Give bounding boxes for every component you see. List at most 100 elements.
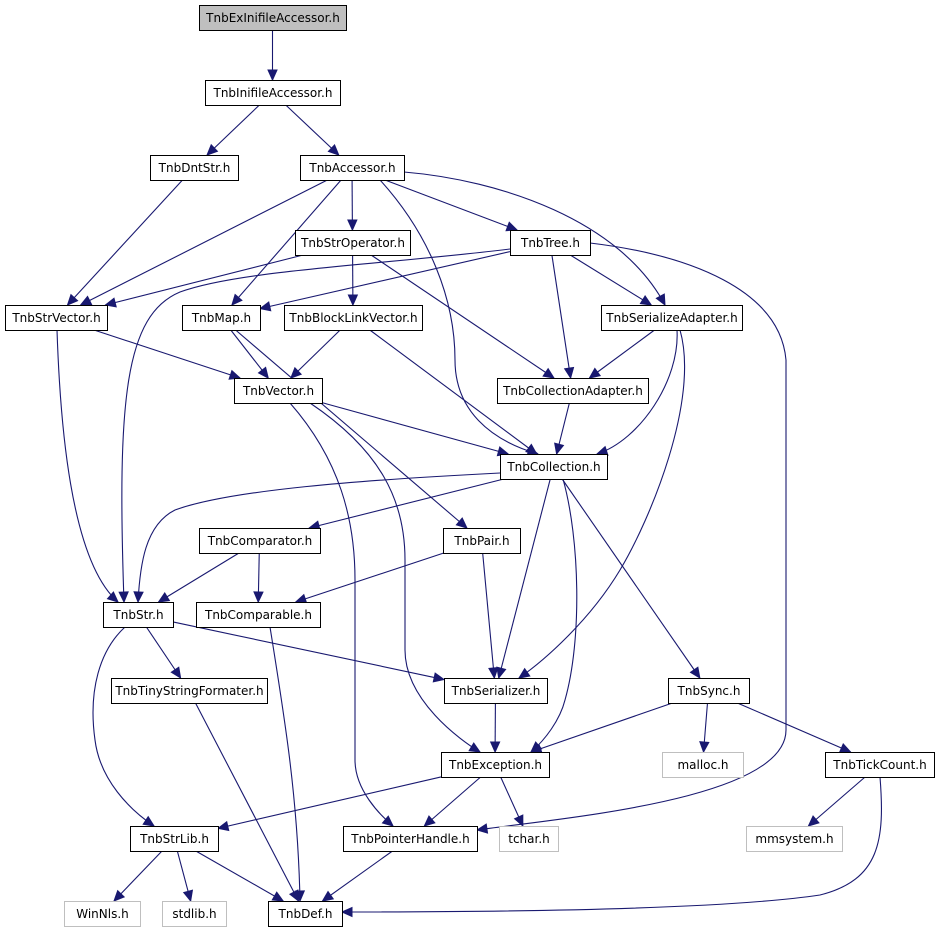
arrowhead: [432, 672, 446, 683]
arrowhead: [588, 367, 602, 379]
edge-line: [235, 329, 468, 529]
edge-str-to-strlib: [92, 626, 156, 827]
edge-line: [195, 850, 284, 902]
node-strvector[interactable]: TnbStrVector.h: [5, 305, 108, 331]
edge-line: [172, 621, 445, 681]
node-serializer[interactable]: TnbSerializer.h: [444, 678, 548, 704]
node-blocklink[interactable]: TnbBlockLinkVector.h: [284, 305, 423, 331]
edge-stroperator-to-blocklink: [347, 254, 359, 307]
edge-line: [269, 626, 301, 902]
node-box: [500, 454, 608, 480]
edge-tree-to-serialadapter: [569, 254, 653, 306]
edge-inifile-to-accessor: [285, 104, 340, 156]
node-pointer[interactable]: TnbPointerHandle.h: [343, 826, 478, 852]
edge-strlib-to-def: [195, 850, 285, 902]
edge-accessor-to-stroperator: [347, 179, 358, 232]
edge-line: [369, 329, 538, 455]
node-pair[interactable]: TnbPair.h: [443, 528, 521, 554]
node-mmsystem: mmsystem.h: [746, 826, 843, 852]
edge-line: [551, 254, 572, 379]
arrowhead: [142, 815, 156, 827]
node-label: TnbStr.h: [112, 608, 163, 622]
edge-line: [596, 329, 678, 455]
node-collection[interactable]: TnbCollection.h: [500, 454, 608, 480]
node-accessor[interactable]: TnbAccessor.h: [300, 155, 405, 181]
node-sync[interactable]: TnbSync.h: [668, 678, 750, 704]
node-exception[interactable]: TnbException.h: [441, 752, 550, 778]
arrowhead: [455, 517, 468, 529]
edge-line: [379, 179, 539, 455]
node-label: TnbStrOperator.h: [300, 236, 405, 250]
edge-line: [195, 702, 299, 902]
node-label: WinNls.h: [76, 907, 129, 921]
node-label: TnbComparable.h: [204, 608, 312, 622]
edges-layer: [56, 30, 882, 918]
node-comparable[interactable]: TnbComparable.h: [196, 602, 321, 628]
node-box: [234, 378, 323, 404]
node-box: [199, 528, 321, 554]
node-box: [103, 602, 174, 628]
edge-strvector-to-vector: [93, 329, 242, 380]
edge-line: [482, 552, 495, 679]
edge-line: [121, 248, 511, 603]
node-label: TnbBlockLinkVector.h: [288, 311, 417, 325]
node-map[interactable]: TnbMap.h: [182, 305, 261, 331]
node-vector[interactable]: TnbVector.h: [234, 378, 323, 404]
node-box: [295, 230, 411, 256]
edge-line: [403, 171, 666, 306]
node-label: TnbMap.h: [191, 311, 251, 325]
arrowhead: [288, 889, 300, 903]
edge-serialadapter-to-serializer: [517, 329, 686, 679]
node-inifile[interactable]: TnbInifileAccessor.h: [205, 80, 341, 106]
arrowhead: [113, 889, 126, 902]
node-box: [662, 752, 744, 778]
edge-line: [289, 402, 394, 827]
node-label: mmsystem.h: [755, 832, 833, 846]
node-box: [162, 901, 227, 927]
edge-strlib-to-winnls: [113, 850, 163, 902]
edge-tree-to-map: [258, 251, 511, 312]
node-tickcount[interactable]: TnbTickCount.h: [825, 752, 935, 778]
arrowhead: [289, 366, 303, 379]
edge-serialadapter-to-collection: [595, 329, 678, 456]
node-colladapter[interactable]: TnbCollectionAdapter.h: [497, 378, 649, 404]
edge-collection-to-sync: [561, 478, 701, 680]
node-stroperator[interactable]: TnbStrOperator.h: [295, 230, 411, 256]
node-label: TnbExInifileAccessor.h: [205, 11, 340, 25]
node-dntstr[interactable]: TnbDntStr.h: [150, 155, 239, 181]
node-label: tchar.h: [508, 832, 550, 846]
node-serialadapter[interactable]: TnbSerializeAdapter.h: [601, 305, 743, 331]
edge-line: [370, 254, 555, 379]
node-exinifile[interactable]: TnbExInifileAccessor.h: [199, 5, 347, 31]
node-box: [343, 826, 478, 852]
edge-sync-to-tickcount: [737, 702, 852, 753]
node-box: [196, 602, 321, 628]
node-box: [441, 752, 550, 778]
arrowhead: [228, 369, 242, 380]
node-strlib[interactable]: TnbStrLib.h: [130, 826, 219, 852]
arrowhead: [475, 823, 489, 834]
arrowhead: [253, 591, 264, 604]
edge-line: [309, 402, 481, 753]
node-label: TnbComparator.h: [207, 534, 313, 548]
node-label: TnbSync.h: [677, 684, 741, 698]
arrowhead: [542, 367, 555, 379]
node-comparator[interactable]: TnbComparator.h: [199, 528, 321, 554]
node-def[interactable]: TnbDef.h: [268, 901, 343, 927]
edge-line: [217, 776, 442, 829]
edge-accessor-to-strvector: [79, 179, 328, 306]
edge-line: [158, 552, 240, 603]
node-tinyfmt[interactable]: TnbTinyStringFormater.h: [111, 678, 268, 704]
edge-line: [290, 329, 341, 379]
node-str[interactable]: TnbStr.h: [103, 602, 174, 628]
edge-line: [285, 104, 340, 156]
node-tree[interactable]: TnbTree.h: [510, 230, 591, 256]
node-label: TnbDntStr.h: [158, 161, 231, 175]
edge-str-to-tinyfmt: [145, 626, 182, 680]
edge-exception-to-strlib: [216, 776, 442, 832]
edge-tickcount-to-mmsystem: [807, 776, 866, 827]
edge-collection-to-exception: [530, 478, 578, 753]
node-box: [111, 678, 268, 704]
node-box: [601, 305, 743, 331]
node-label: TnbTickCount.h: [832, 758, 926, 772]
